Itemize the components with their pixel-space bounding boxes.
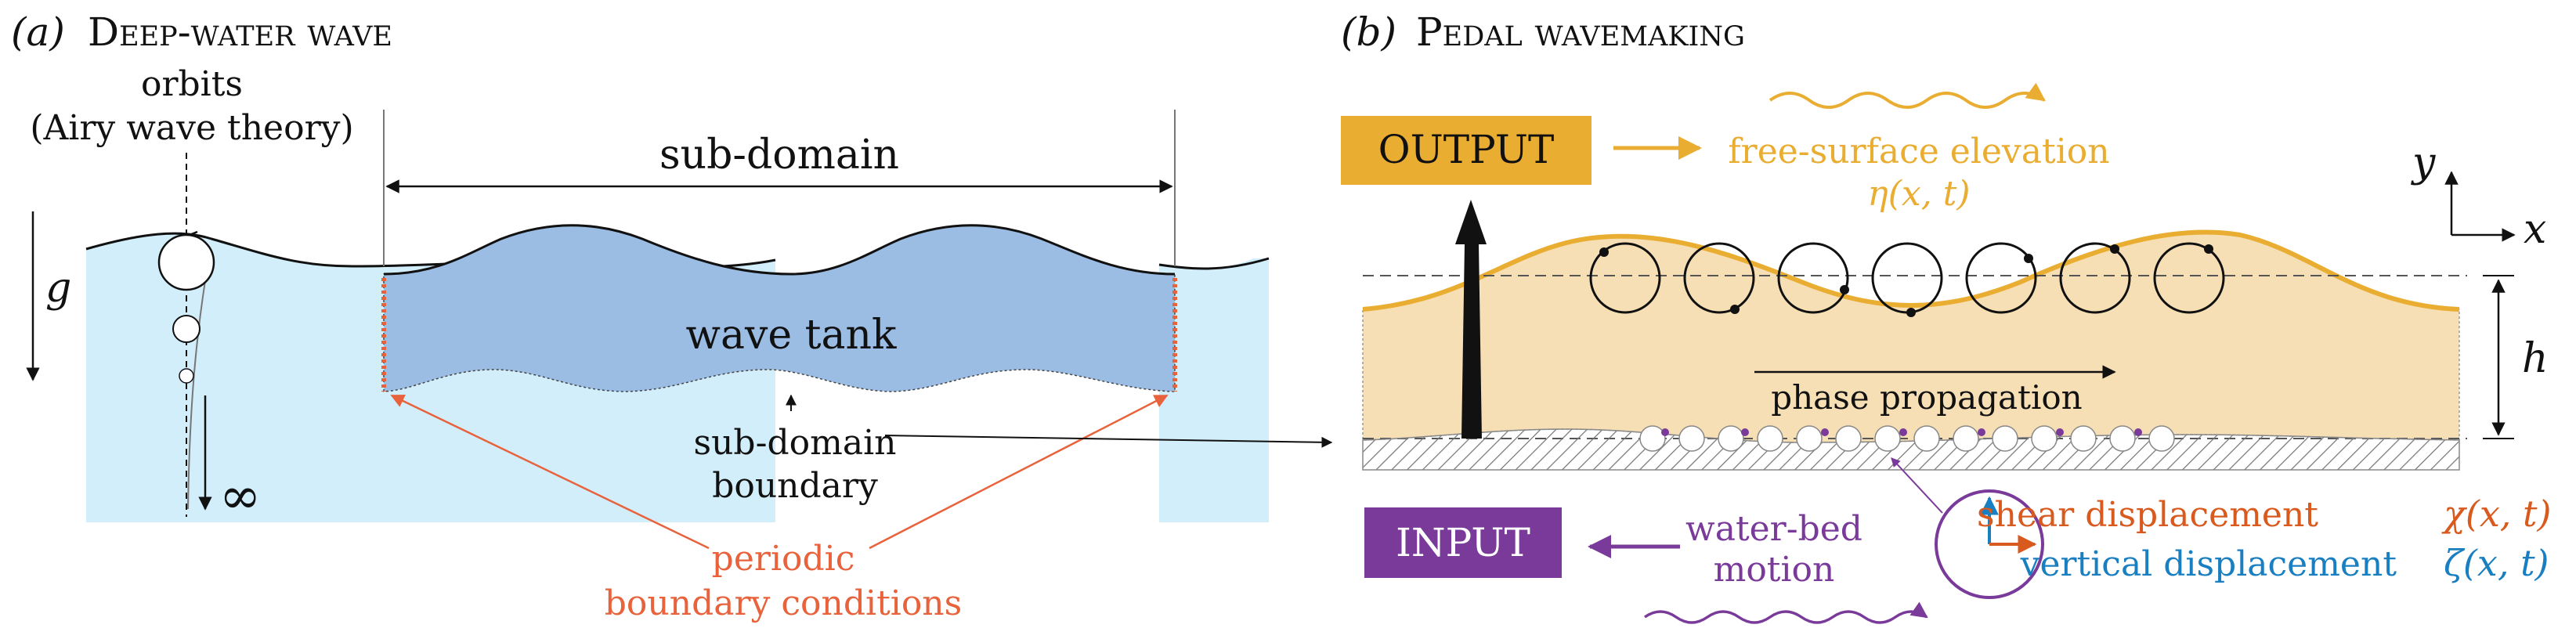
orbit-marker-2 (1730, 305, 1740, 314)
panel-b-label: (b) (1341, 9, 1396, 55)
bed-particles (1639, 425, 2175, 452)
wave-tank-label: wave tank (685, 312, 897, 359)
bed-marker-5 (1978, 428, 1985, 436)
wave-tank (383, 225, 1176, 392)
orbit-circle-large (157, 233, 215, 291)
orbit-marker-7 (2204, 244, 2213, 254)
orbits-label-line1: orbits (141, 64, 243, 104)
vertical-symbol: ζ(x, t) (2444, 542, 2549, 584)
pedal-orbit-4 (1871, 242, 1943, 314)
output-label: OUTPUT (1378, 127, 1555, 172)
bed-particle-2 (1678, 425, 1705, 452)
panel-a-title: Deep-water wave (88, 9, 392, 55)
bed-particle-14 (2148, 425, 2175, 452)
bed-marker-6 (2056, 428, 2064, 436)
free-surface-line-a-right (1158, 257, 1270, 270)
pedal-orbit-3 (1777, 242, 1849, 314)
axis-y-label: y (2411, 139, 2436, 186)
boundary-label-line2: boundary (712, 466, 878, 506)
input-box (1364, 507, 1562, 578)
shear-symbol: χ(x, t) (2441, 493, 2551, 535)
waterbed-label-line1: water-bed (1685, 509, 1862, 549)
orbit-marker-4 (1906, 308, 1916, 317)
phase-propagation-label: phase propagation (1771, 378, 2082, 417)
output-vertical-arrow (1455, 200, 1487, 439)
pedal-orbit-1 (1589, 242, 1661, 314)
shear-label: shear displacement (1977, 495, 2318, 535)
orbit-marker-5 (2024, 254, 2033, 263)
bed-marker-1 (1661, 428, 1669, 436)
orbit-marker-6 (2110, 244, 2119, 254)
bed-marker-4 (1899, 428, 1907, 436)
panel-a-label: (a) (11, 9, 65, 55)
free-surface-squiggle (1769, 82, 2046, 109)
pedal-orbits (1589, 242, 2225, 314)
bed-particle-5 (1796, 425, 1823, 452)
periodic-arrow-right (869, 394, 1169, 550)
bed-particle-10 (1992, 425, 2018, 452)
orbits-label-line2: (Airy wave theory) (30, 108, 353, 148)
bed-particle-9 (1953, 425, 1979, 452)
bed-particle-6 (1835, 425, 1862, 452)
input-label: INPUT (1396, 520, 1530, 565)
bed-particle-11 (2031, 425, 2058, 452)
pedal-orbit-2 (1683, 242, 1755, 314)
pedal-orbit-7 (2153, 242, 2225, 314)
waterbed-pointer (1891, 457, 1943, 514)
deep-water-body-right (1159, 258, 1269, 522)
output-box (1341, 116, 1591, 185)
waterbed-squiggle (1643, 601, 1928, 624)
periodic-label-line1: periodic (712, 539, 855, 579)
depth-symbol: h (2522, 335, 2549, 382)
infinity-symbol: ∞ (219, 468, 261, 525)
free-surface-label-line1: free-surface elevation (1728, 132, 2109, 171)
pedal-orbit-markers (1599, 244, 2213, 317)
bed-marker-3 (1821, 428, 1829, 436)
panel-a: (a) Deep-water wave wave tank sub-domain… (11, 9, 1270, 623)
orbit-circle-small (179, 368, 194, 384)
axis-x-label: x (2524, 206, 2546, 253)
panel-b-title: Pedal wavemaking (1416, 9, 1745, 55)
periodic-arrow-left (390, 394, 710, 550)
orbit-marker-1 (1599, 247, 1609, 257)
bed-particle-4 (1757, 425, 1783, 452)
bed-particle-1 (1639, 425, 1666, 452)
bed-particle-12 (2070, 425, 2097, 452)
free-surface-line-b (1362, 229, 2460, 312)
bed-marker-2 (1741, 428, 1749, 436)
orbit-circle-medium (172, 315, 201, 343)
gravity-symbol: g (45, 265, 71, 312)
wave-tank-surface (383, 224, 1176, 276)
bed-marker-7 (2134, 428, 2142, 436)
bed-particle-8 (1913, 425, 1940, 452)
waterbed-label-line2: motion (1714, 550, 1835, 590)
pedal-orbit-6 (2059, 242, 2131, 314)
subdomain-label: sub-domain (659, 132, 899, 179)
bed-particle-7 (1874, 425, 1901, 452)
vertical-label: vertical displacement (2020, 544, 2397, 584)
free-surface-label-line2: η(x, t) (1867, 174, 1970, 214)
bed-particle-3 (1718, 425, 1744, 452)
pedal-orbit-5 (1965, 242, 2037, 314)
periodic-label-line2: boundary conditions (605, 583, 962, 623)
displacement-circle (1935, 489, 2044, 599)
panel-b: (b) Pedal wavemaking OUTPUT free-surface… (1341, 9, 2551, 624)
boundary-connector-arrow (884, 435, 1333, 448)
bed-particle-13 (2109, 425, 2136, 452)
boundary-label-line1: sub-domain (694, 423, 897, 463)
orbit-marker-3 (1840, 285, 1849, 294)
bed-particle-markers (1661, 428, 2142, 436)
orbit-arrow-large (186, 230, 198, 238)
